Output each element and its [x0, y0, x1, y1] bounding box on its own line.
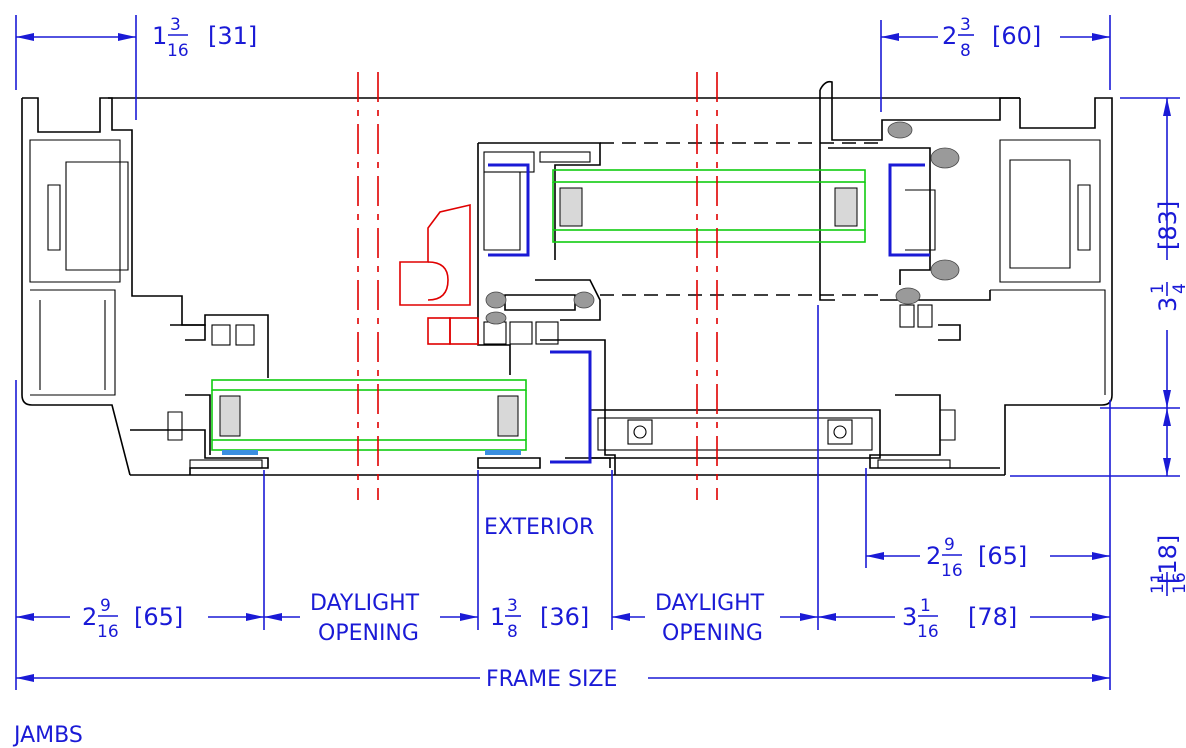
dim-lower-right-offset: 2 9 16 [65] — [926, 535, 1027, 581]
dim-offset-whole: 2 — [926, 542, 941, 570]
glass-units — [211, 169, 866, 451]
dim-top-left: 1 3 16 [31] — [152, 15, 257, 61]
dim-center-whole: 1 — [490, 603, 505, 631]
dim-offset-num: 9 — [944, 535, 955, 555]
daylight-1-line1: DAYLIGHT — [310, 591, 420, 616]
daylight-1-line2: OPENING — [318, 621, 419, 646]
dim-right-lower-num: 11 — [1148, 572, 1168, 594]
dim-bottom-right-metric: [78] — [968, 603, 1017, 631]
dim-top-left-whole: 1 — [152, 22, 167, 50]
dim-right-lower: [18] — [1154, 535, 1182, 584]
dimension-lines — [15, 15, 1180, 690]
break-lines — [357, 72, 718, 500]
dim-offset-metric: [65] — [978, 542, 1027, 570]
lock-hardware — [399, 203, 479, 345]
frame-profile — [21, 80, 1113, 476]
dim-right-upper-frac: 3 1 4 — [1148, 282, 1186, 312]
dim-top-left-num: 3 — [170, 15, 181, 35]
dim-right-lower-frac: 11 16 — [1148, 572, 1186, 596]
dim-right-upper-metric: [83] — [1154, 201, 1182, 250]
dim-bottom-right-whole: 3 — [902, 603, 917, 631]
dim-center-metric: [36] — [540, 603, 589, 631]
dim-bottom-right-den: 16 — [917, 622, 939, 642]
dim-center: 1 3 8 [36] — [490, 596, 589, 642]
dim-bottom-right-num: 1 — [920, 596, 931, 616]
dim-top-right-metric: [60] — [992, 22, 1041, 50]
dim-top-right-num: 3 — [960, 15, 971, 35]
dim-right-lower-metric: [18] — [1154, 535, 1182, 584]
dim-right-upper-den: 4 — [1170, 283, 1186, 294]
exterior-label: EXTERIOR — [484, 515, 594, 540]
section-title: JAMBS — [12, 723, 83, 748]
dim-bottom-left: 2 9 16 [65] — [82, 596, 183, 642]
dim-right-lower-den: 16 — [1170, 572, 1186, 594]
dim-top-left-den: 16 — [167, 41, 189, 61]
dim-right-upper: [83] — [1154, 201, 1182, 250]
dim-center-den: 8 — [507, 622, 518, 642]
dim-bottom-left-num: 9 — [100, 596, 111, 616]
dim-offset-den: 16 — [941, 561, 963, 581]
dim-top-right: 2 3 8 [60] — [942, 15, 1041, 61]
steel-reinforcements — [222, 163, 930, 464]
frame-size-label: FRAME SIZE — [486, 667, 617, 692]
dim-bottom-right: 3 1 16 [78] — [902, 596, 1017, 642]
gaskets — [485, 121, 960, 325]
daylight-2-line1: DAYLIGHT — [655, 591, 765, 616]
dim-bottom-left-den: 16 — [97, 622, 119, 642]
dim-top-left-metric: [31] — [208, 22, 257, 50]
dim-bottom-left-whole: 2 — [82, 603, 97, 631]
dim-right-upper-num: 1 — [1148, 283, 1168, 294]
dim-bottom-left-metric: [65] — [134, 603, 183, 631]
daylight-2-line2: OPENING — [662, 621, 763, 646]
dim-top-right-den: 8 — [960, 41, 971, 61]
dim-top-right-whole: 2 — [942, 22, 957, 50]
sliding-sash-dashed — [600, 142, 880, 296]
dim-right-upper-whole: 3 — [1154, 297, 1182, 312]
dim-center-num: 3 — [507, 596, 518, 616]
